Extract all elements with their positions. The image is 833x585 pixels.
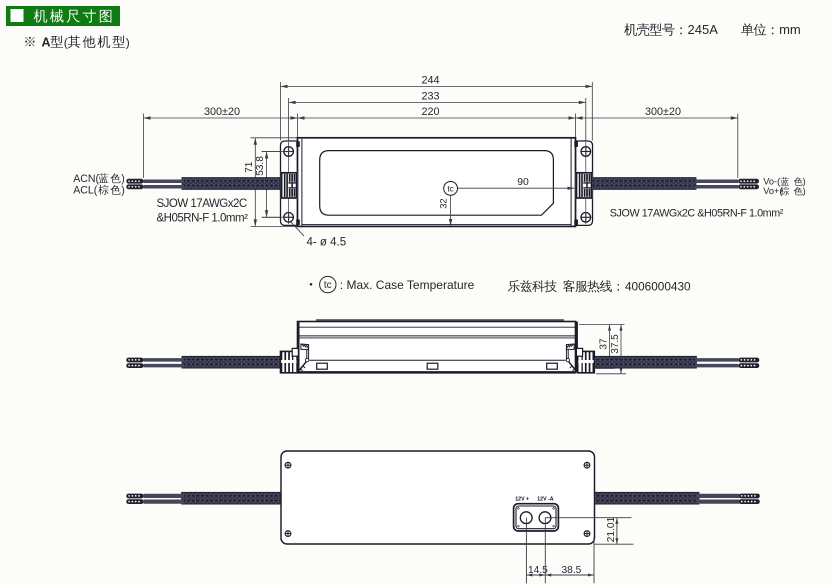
svg-text:ACL(: ACL( <box>73 185 98 197</box>
svg-text:): ) <box>121 173 125 185</box>
svg-text:233: 233 <box>421 91 439 103</box>
svg-text:SJOW 17AWGx2C: SJOW 17AWGx2C <box>157 198 247 210</box>
svg-text:21.01: 21.01 <box>606 516 617 542</box>
svg-text:37: 37 <box>599 338 610 350</box>
svg-text:4006000430: 4006000430 <box>625 280 691 294</box>
svg-text:244: 244 <box>421 75 439 87</box>
svg-text:): ) <box>803 177 806 187</box>
svg-text:tc: tc <box>447 183 454 193</box>
svg-text:&H05RN-F 1.0mm²: &H05RN-F 1.0mm² <box>157 212 249 224</box>
svg-text:ACN(: ACN( <box>73 173 99 185</box>
svg-text:): ) <box>803 186 806 196</box>
svg-text:12V -A: 12V -A <box>537 497 553 503</box>
svg-text:300±20: 300±20 <box>645 106 681 118</box>
svg-text:37.5: 37.5 <box>610 334 621 354</box>
svg-text:): ) <box>121 185 125 197</box>
svg-text:90: 90 <box>517 177 529 188</box>
svg-text:71: 71 <box>244 161 255 173</box>
svg-text:4- ø 4.5: 4- ø 4.5 <box>307 236 347 248</box>
svg-text:38.5: 38.5 <box>562 565 582 576</box>
svg-text:Vo-(: Vo-( <box>763 177 780 187</box>
svg-text:: Max. Case Temperature: : Max. Case Temperature <box>340 278 475 292</box>
svg-text:32: 32 <box>438 198 448 208</box>
svg-text:(: ( <box>64 35 68 49</box>
svg-text:53.8: 53.8 <box>255 156 266 176</box>
svg-text:SJOW 17AWGx2C &H05RN-F 1.0mm²: SJOW 17AWGx2C &H05RN-F 1.0mm² <box>610 207 784 219</box>
svg-text:mm: mm <box>779 22 801 37</box>
svg-text:220: 220 <box>421 106 439 118</box>
svg-text:Vo+(: Vo+( <box>763 186 782 196</box>
svg-text:tc: tc <box>324 280 332 291</box>
svg-text:300±20: 300±20 <box>204 106 240 118</box>
svg-text:A: A <box>42 35 51 49</box>
svg-text:12V +: 12V + <box>515 497 529 503</box>
svg-text:): ) <box>126 35 130 49</box>
svg-text:14.5: 14.5 <box>528 565 548 576</box>
svg-text:245A: 245A <box>688 22 719 37</box>
